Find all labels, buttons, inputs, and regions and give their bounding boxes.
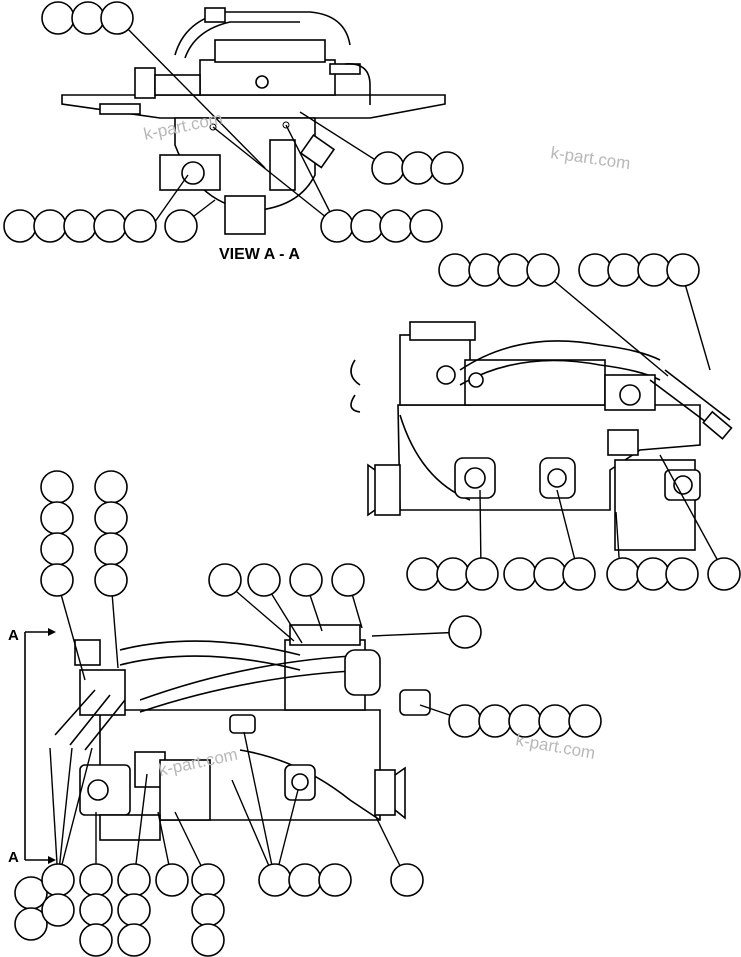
callout-single-right bbox=[448, 615, 482, 649]
leader-lines bbox=[49, 17, 725, 881]
watermark: k-part.com bbox=[549, 143, 631, 173]
callout-column-left-2 bbox=[94, 470, 128, 597]
callout-group-bottom-row bbox=[14, 863, 424, 957]
right-view-drawing bbox=[350, 321, 733, 551]
callout-group-view-right bbox=[371, 151, 464, 185]
view-label: VIEW A - A bbox=[219, 246, 300, 263]
view-a-a-drawing bbox=[61, 7, 446, 235]
callout-group-mid-left bbox=[438, 253, 560, 287]
callout-column-left-1 bbox=[40, 470, 74, 597]
callout-group-mid-right bbox=[578, 253, 700, 287]
callout-group-view-bottom bbox=[320, 209, 443, 243]
callout-row-bottom-upper bbox=[208, 563, 365, 597]
callout-balloons bbox=[3, 1, 741, 957]
bottom-view-drawing bbox=[54, 624, 431, 841]
section-line bbox=[24, 628, 56, 864]
callout-group-view-left bbox=[3, 209, 198, 243]
callout-group-top-left bbox=[41, 1, 134, 35]
section-marker-bottom: A bbox=[8, 849, 19, 866]
section-marker-top: A bbox=[8, 627, 19, 644]
callout-group-mid-bottom bbox=[406, 557, 741, 591]
callout-group-bottom-right bbox=[448, 704, 602, 738]
